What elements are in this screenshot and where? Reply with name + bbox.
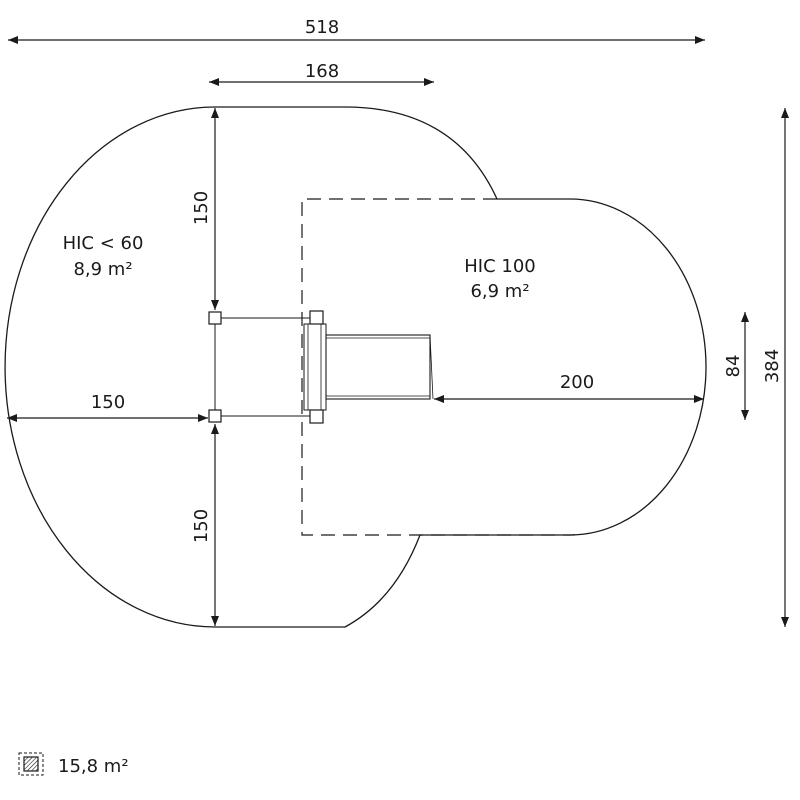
safety-zone-outline	[4, 106, 707, 628]
zone-left-area: 8,9 m²	[73, 259, 132, 280]
label-slide-width: 84	[723, 355, 744, 378]
slide	[325, 334, 431, 400]
post-bottom-left	[208, 409, 222, 423]
label-total-height: 384	[762, 349, 783, 383]
label-right-length: 200	[560, 372, 594, 393]
label-lower-height: 150	[191, 509, 212, 543]
play-equipment	[208, 310, 434, 424]
post-bottom-right	[309, 409, 324, 424]
zone-right-hic: HIC 100	[464, 256, 536, 277]
zone-left-hic: HIC < 60	[63, 233, 144, 254]
platform	[303, 323, 327, 411]
label-top-width: 168	[305, 61, 339, 82]
post-top-left	[208, 311, 222, 325]
legend-area: 15,8 m²	[58, 756, 129, 777]
post-top-right	[309, 310, 324, 325]
label-upper-height: 150	[191, 191, 212, 225]
hic-100-dashed-region	[301, 198, 575, 536]
zone-right-area: 6,9 m²	[470, 281, 529, 302]
legend: 15,8 m²	[18, 752, 129, 777]
label-total-width: 518	[305, 17, 339, 38]
label-left-width: 150	[91, 392, 125, 413]
hatched-square-icon	[18, 752, 44, 776]
